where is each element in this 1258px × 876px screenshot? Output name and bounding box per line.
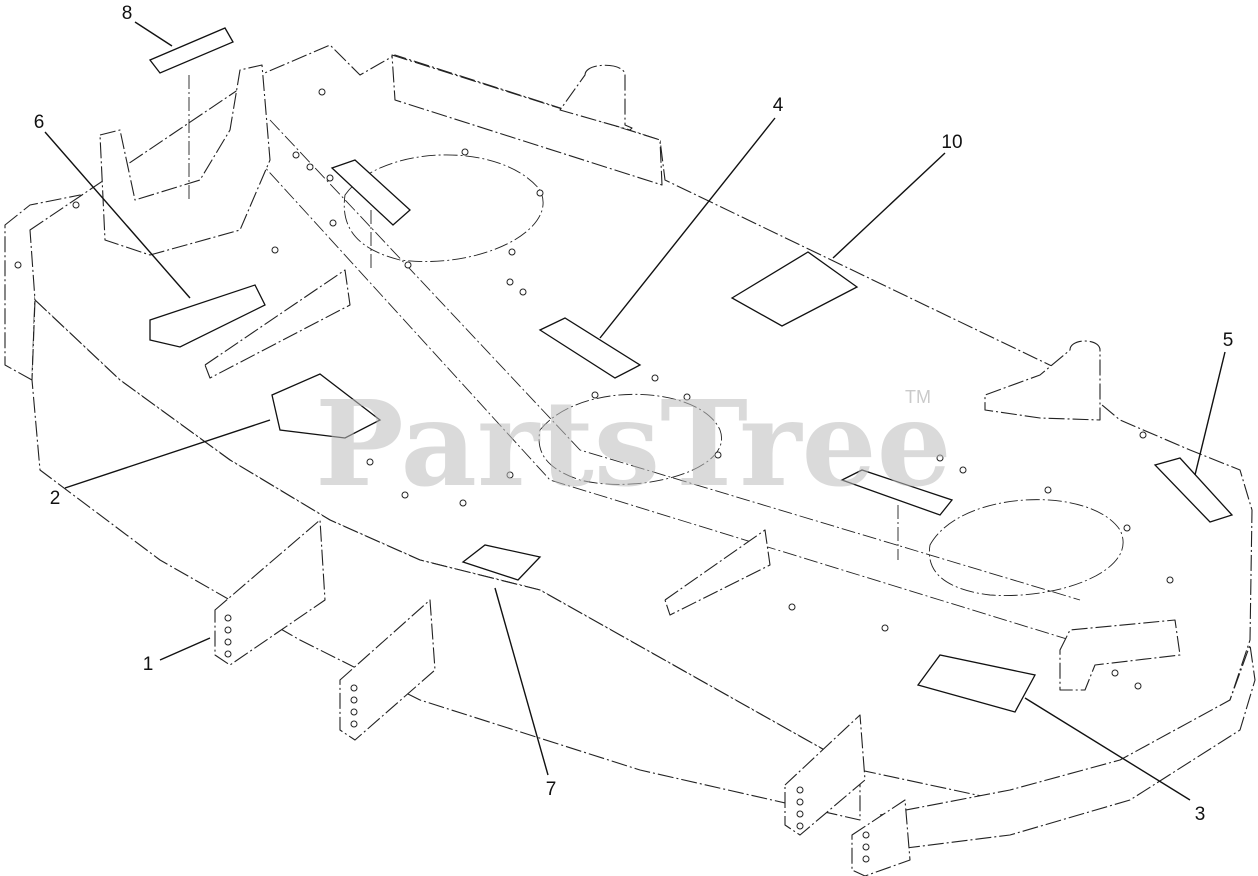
watermark-text: PartsTree [315, 374, 952, 513]
callout-3: 3 [1195, 804, 1206, 825]
front-arm-far-right [851, 799, 911, 876]
rear-mount-bracket-center [204, 269, 351, 379]
callout-5: 5 [1223, 330, 1234, 351]
decal-2 [271, 373, 382, 439]
callout-2: 2 [50, 488, 61, 509]
deck-center-ridge [239, 119, 1081, 641]
center-blade-housing [538, 393, 723, 485]
rear-right-bracket [1059, 619, 1181, 691]
leader-4 [599, 117, 776, 339]
deck-right-bumper [879, 644, 1256, 851]
decal-6 [149, 284, 266, 348]
callout-labels: 1 2 3 4 5 6 7 8 10 [34, 3, 1234, 825]
front-arm-holes [224, 614, 870, 863]
left-blade-housing [343, 154, 544, 262]
leader-3 [1024, 697, 1191, 801]
deck-front-skirt [31, 299, 861, 821]
leader-2 [64, 419, 271, 489]
front-arm-center [339, 599, 436, 741]
leader-7 [494, 587, 549, 776]
rear-mount-bracket-left [99, 64, 271, 256]
decal-10 [730, 251, 859, 327]
leader-10 [832, 152, 946, 259]
callout-10: 10 [941, 132, 962, 153]
callout-6: 6 [34, 112, 45, 133]
decal-7 [461, 544, 542, 581]
left-pulley-post [559, 64, 633, 131]
leader-6 [44, 131, 191, 299]
callout-7: 7 [546, 779, 557, 800]
decal-right-center [840, 469, 954, 516]
right-blade-housing [928, 499, 1124, 596]
callout-1: 1 [143, 654, 154, 675]
decal-5 [1153, 457, 1234, 523]
leader-1 [159, 637, 211, 661]
callout-8: 8 [122, 3, 133, 24]
callout-leader-lines [44, 21, 1226, 801]
decals [148, 27, 1234, 713]
leader-5 [1194, 351, 1226, 476]
decal-3 [916, 654, 1036, 713]
decal-8 [148, 27, 234, 74]
front-bracket-center [664, 529, 771, 616]
decal-upper-left [330, 159, 411, 226]
front-arm-left [214, 519, 326, 666]
leader-8 [134, 21, 173, 47]
callout-4: 4 [773, 95, 784, 116]
mower-deck-line-art [4, 44, 1256, 876]
deck-mounting-holes [14, 88, 1174, 690]
right-pulley-post [984, 340, 1101, 421]
decal-4 [538, 317, 642, 379]
watermark-trademark: TM [905, 387, 931, 407]
front-arm-right [784, 714, 866, 836]
